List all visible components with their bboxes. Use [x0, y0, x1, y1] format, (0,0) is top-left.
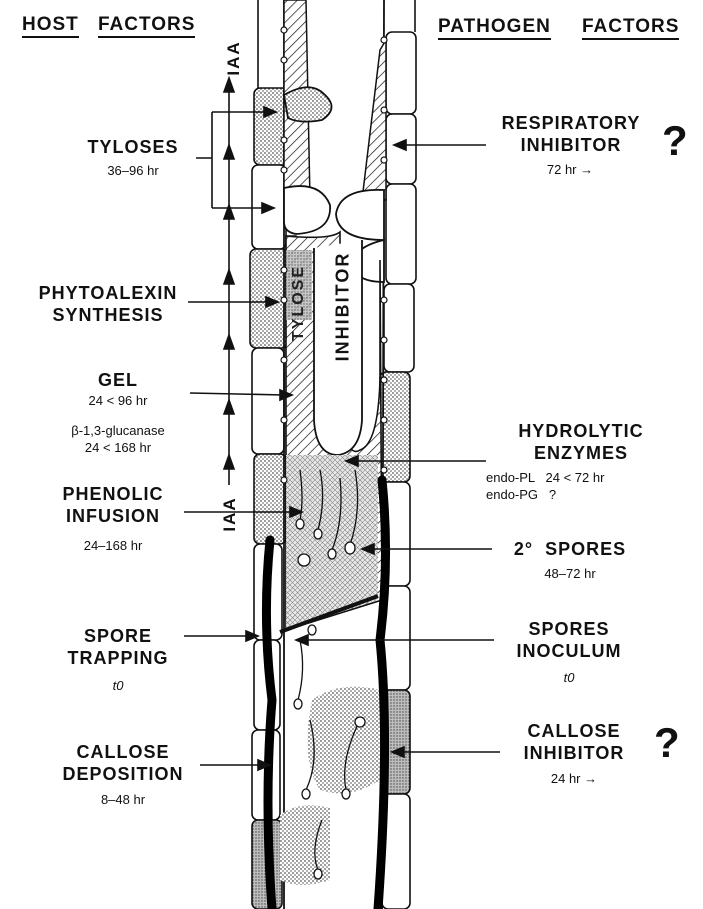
spores-inoculum-label-line2: INOCULUM: [516, 641, 622, 661]
hydrolytic-label-line2: ENZYMES: [533, 443, 628, 463]
secondary-spores-label: 2° SPORES: [513, 539, 627, 559]
callose-inhibitor-label-line2: INHIBITOR: [523, 743, 625, 763]
spore-trapping-label-line2: TRAPPING: [67, 648, 169, 668]
iaa-bottom-label: IAA: [220, 496, 239, 532]
trapping-plate: [279, 594, 379, 634]
tyloses-label: TYLOSES: [87, 137, 179, 157]
callose-inhibitor-question-mark: ?: [654, 719, 680, 766]
spores-inoculum-time: t0: [563, 670, 575, 685]
callose-stipples: [280, 686, 380, 885]
spore-bodies: [293, 518, 366, 880]
spore-trapping-label-line1: SPORE: [83, 626, 153, 646]
host-callout-arrows: [184, 105, 305, 772]
hyphal-strands: [261, 475, 391, 909]
hydrolytic-label-line1: HYDROLYTIC: [518, 421, 644, 441]
callose-inhibitor-label-line1: CALLOSE: [527, 721, 621, 741]
host-header-part2: FACTORS: [98, 14, 196, 38]
respiratory-label-line2: INHIBITOR: [520, 135, 622, 155]
phenolic-time: 24–168 hr: [83, 538, 143, 553]
wall-pits: [280, 26, 388, 484]
endo-pg-label: endo-PG ?: [486, 487, 557, 502]
phenolic-label-line2: INFUSION: [65, 506, 160, 526]
gel-time: 24 < 96 hr: [88, 393, 148, 408]
phenolic-label-line1: PHENOLIC: [62, 484, 164, 504]
inhibitor-label: INHIBITOR: [332, 251, 353, 362]
phytoalexin-label-line2: SYNTHESIS: [52, 305, 164, 325]
host-header-part1: HOST: [22, 14, 79, 38]
secondary-spores-time: 48–72 hr: [544, 566, 596, 581]
tylose-label: TYLOSE: [290, 264, 307, 341]
spores-inoculum-label-line1: SPORES: [528, 619, 610, 639]
callose-label-line2: DEPOSITION: [62, 764, 184, 784]
spore-trapping-time: t0: [112, 678, 124, 693]
fungal-hyphae: [297, 469, 361, 871]
iaa-axis: [222, 75, 236, 485]
endo-pl-label: endo-PL 24 < 72 hr: [486, 470, 605, 485]
respiratory-time: 72 hr →: [546, 162, 594, 177]
tyloses-time: 36–96 hr: [107, 163, 159, 178]
callose-inhibitor-time: 24 hr →: [550, 771, 598, 786]
gel-label: GEL: [97, 370, 138, 390]
phytoalexin-label-line1: PHYTOALEXIN: [38, 283, 178, 303]
pathogen-header-part2: FACTORS: [582, 16, 680, 40]
glucanase-time: 24 < 168 hr: [84, 440, 152, 455]
respiratory-question-mark: ?: [662, 117, 688, 164]
callose-label-line1: CALLOSE: [76, 742, 170, 762]
gel-dotted-zone: [286, 455, 378, 630]
iaa-top-label: IAA: [224, 40, 243, 76]
glucanase-label: β-1,3-glucanase: [71, 423, 165, 438]
respiratory-label-line1: RESPIRATORY: [501, 113, 641, 133]
tylose-dark-patch: [286, 250, 312, 320]
callose-time: 8–48 hr: [100, 792, 146, 807]
pathogen-callout-arrows: [293, 138, 500, 759]
pathogen-header-part1: PATHOGEN: [438, 16, 551, 40]
